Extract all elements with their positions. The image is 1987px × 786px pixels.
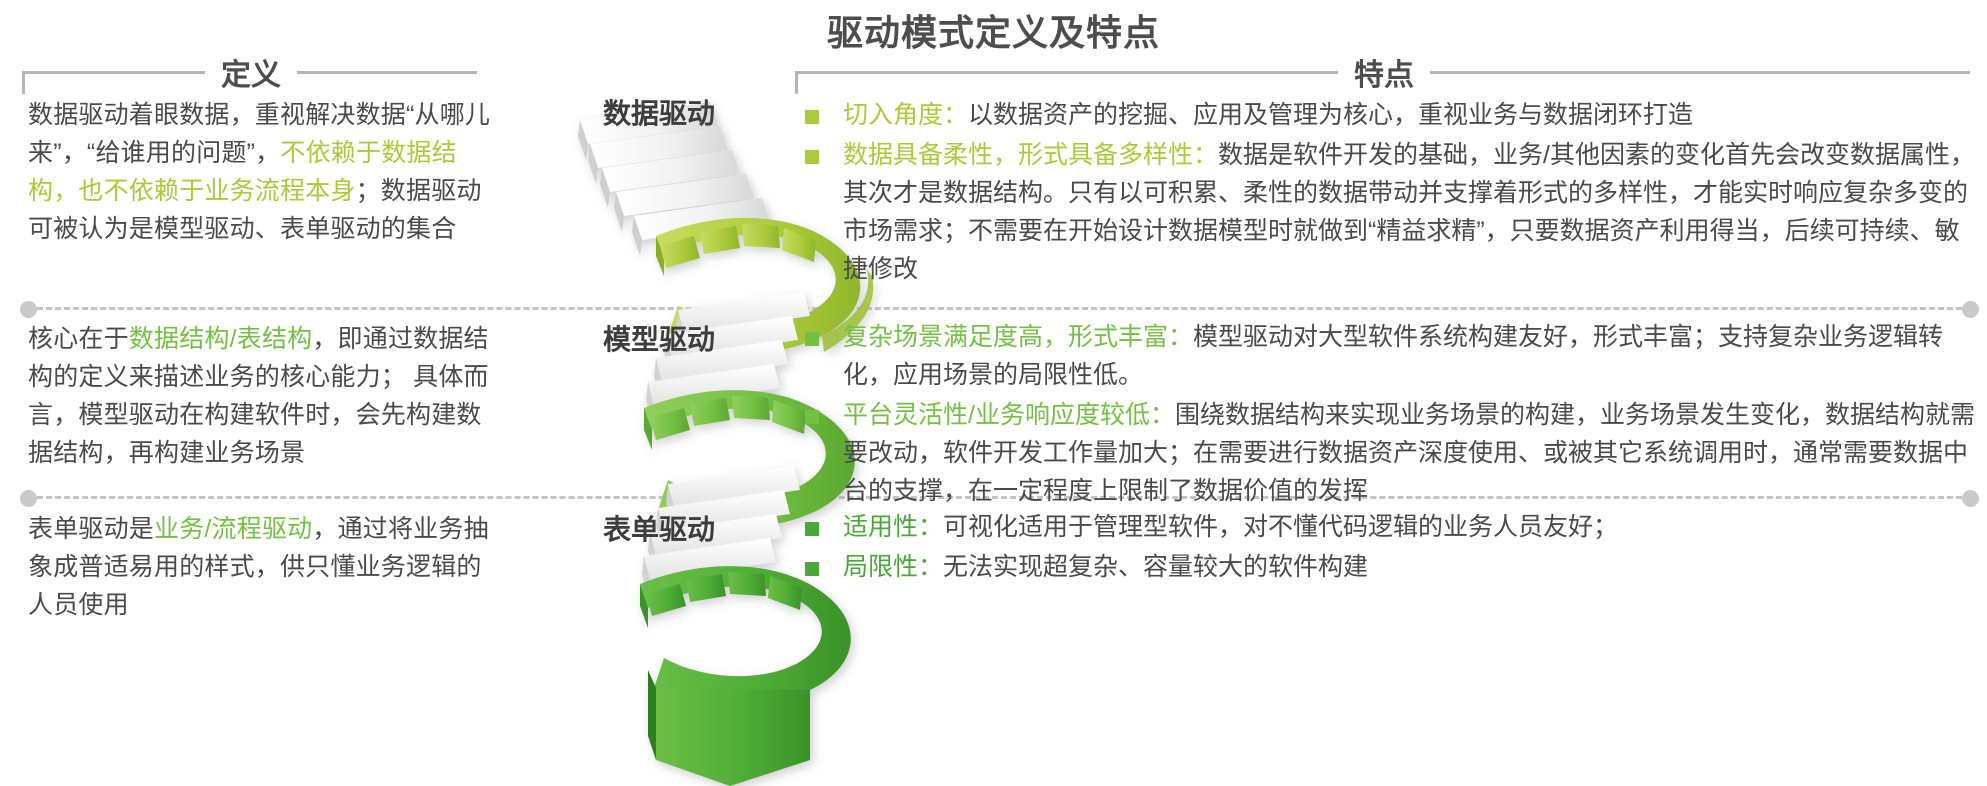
feature-bullet: 切入角度：以数据资产的挖掘、应用及管理为核心，重视业务与数据闭环打造 xyxy=(795,96,1980,134)
square-bullet-icon xyxy=(805,150,819,164)
square-bullet-icon xyxy=(805,410,819,424)
feature-bullet: 适用性：可视化适用于管理型软件，对不懂代码逻辑的业务人员友好； xyxy=(795,508,1980,546)
feature-bullet-lead: 局限性： xyxy=(843,553,944,581)
feature-bullet-lead: 复杂场景满足度高，形式丰富： xyxy=(843,323,1194,351)
feature-bullet-lead: 适用性： xyxy=(843,513,944,541)
page-title: 驱动模式定义及特点 xyxy=(826,12,1160,53)
features-bracket-tick xyxy=(795,72,798,94)
definition-highlight: 数据结构/表结构 xyxy=(128,325,313,353)
divider-dot-left xyxy=(20,301,37,318)
features-column-header: 特点 xyxy=(795,52,1970,92)
definition-block-form: 表单驱动是业务/流程驱动，通过将业务抽象成普适易用的样式，供只懂业务逻辑的人员使… xyxy=(28,510,498,624)
header-rule-right xyxy=(297,70,477,74)
definition-text-part1: 表单驱动是 xyxy=(28,515,155,543)
feature-bullet-body: 数据是软件开发的基础，业务/其他因素的变化首先会改变数据属性，其次才是数据结构。… xyxy=(843,141,1975,283)
divider-dot-right xyxy=(1962,490,1979,507)
square-bullet-icon xyxy=(805,332,819,346)
stage-label-data: 数据驱动 xyxy=(603,98,716,129)
feature-bullet-body: 以数据资产的挖掘、应用及管理为核心，重视业务与数据闭环打造 xyxy=(968,101,1694,129)
feature-block-model: 复杂场景满足度高，形式丰富：模型驱动对大型软件系统构建友好，形式丰富；支持复杂业… xyxy=(795,318,1980,512)
header-rule-left xyxy=(22,70,205,74)
feature-bullet: 数据具备柔性，形式具备多样性：数据是软件开发的基础，业务/其他因素的变化首先会改… xyxy=(795,136,1980,288)
features-header-label: 特点 xyxy=(1354,59,1414,92)
feature-rule-left xyxy=(795,70,1338,74)
definition-highlight: 不依赖于数据结构，也不依赖于业务流程本身 xyxy=(28,139,457,205)
definition-bracket-tick xyxy=(22,72,25,94)
definition-text-part2: ；数据驱动可被认为是模型驱动、表单驱动的集合 xyxy=(28,177,482,243)
definition-text-part1: 核心在于 xyxy=(28,325,129,353)
definition-text-part2: ，通过将业务抽象成普适易用的样式，供只懂业务逻辑的人员使用 xyxy=(28,515,489,619)
definition-block-data: 数据驱动着眼数据，重视解决数据“从哪儿来”，“给谁用的问题”，不依赖于数据结构，… xyxy=(28,96,498,248)
stage-label-model: 模型驱动 xyxy=(603,324,716,355)
definition-column-header: 定义 xyxy=(22,52,477,92)
square-bullet-icon xyxy=(805,562,819,576)
square-bullet-icon xyxy=(805,110,819,124)
section-divider-1 xyxy=(20,301,1979,318)
feature-block-data: 切入角度：以数据资产的挖掘、应用及管理为核心，重视业务与数据闭环打造 数据具备柔… xyxy=(795,96,1980,290)
definition-block-model: 核心在于数据结构/表结构，即通过数据结构的定义来描述业务的核心能力； 具体而言，… xyxy=(28,320,498,472)
feature-bullet-body: 围绕数据结构来实现业务场景的构建，业务场景发生变化，数据结构就需要改动，软件开发… xyxy=(843,401,1975,505)
stage-label-form: 表单驱动 xyxy=(603,514,716,545)
divider-dot-left xyxy=(20,490,37,507)
feature-bullet: 平台灵活性/业务响应度较低：围绕数据结构来实现业务场景的构建，业务场景发生变化，… xyxy=(795,396,1980,510)
feature-bullet-lead: 平台灵活性/业务响应度较低： xyxy=(843,401,1175,429)
feature-bullet: 局限性：无法实现超复杂、容量较大的软件构建 xyxy=(795,548,1980,586)
feature-bullet-body: 可视化适用于管理型软件，对不懂代码逻辑的业务人员友好； xyxy=(943,513,1619,541)
definition-text-part2: ，即通过数据结构的定义来描述业务的核心能力； 具体而言，模型驱动在构建软件时，会… xyxy=(28,325,489,467)
definition-highlight: 业务/流程驱动 xyxy=(154,515,313,543)
definition-header-label: 定义 xyxy=(221,59,281,92)
feature-bullet-lead: 数据具备柔性，形式具备多样性： xyxy=(843,141,1219,169)
square-bullet-icon xyxy=(805,522,819,536)
feature-bullet-body: 无法实现超复杂、容量较大的软件构建 xyxy=(943,553,1369,581)
feature-bullet: 复杂场景满足度高，形式丰富：模型驱动对大型软件系统构建友好，形式丰富；支持复杂业… xyxy=(795,318,1980,394)
feature-bullet-lead: 切入角度： xyxy=(843,101,969,129)
feature-block-form: 适用性：可视化适用于管理型软件，对不懂代码逻辑的业务人员友好； 局限性：无法实现… xyxy=(795,508,1980,588)
section-divider-2 xyxy=(20,490,1979,507)
divider-dot-right xyxy=(1962,301,1979,318)
feature-bullet-body: 模型驱动对大型软件系统构建友好，形式丰富；支持复杂业务逻辑转化，应用场景的局限性… xyxy=(843,323,1944,389)
feature-rule-right xyxy=(1430,70,1970,74)
definition-text-part1: 数据驱动着眼数据，重视解决数据“从哪儿来”，“给谁用的问题”， xyxy=(28,101,491,167)
